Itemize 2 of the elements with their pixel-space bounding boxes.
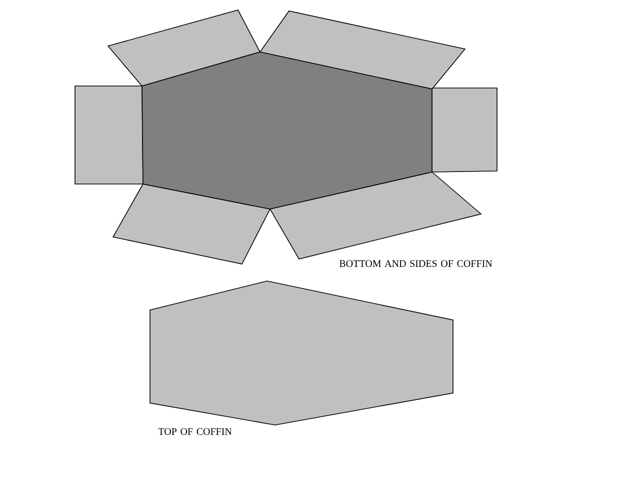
caption-text: BOTTOM AND SIDES OF COFFIN	[339, 260, 492, 267]
caption-text: TOP OF COFFIN	[158, 428, 232, 435]
